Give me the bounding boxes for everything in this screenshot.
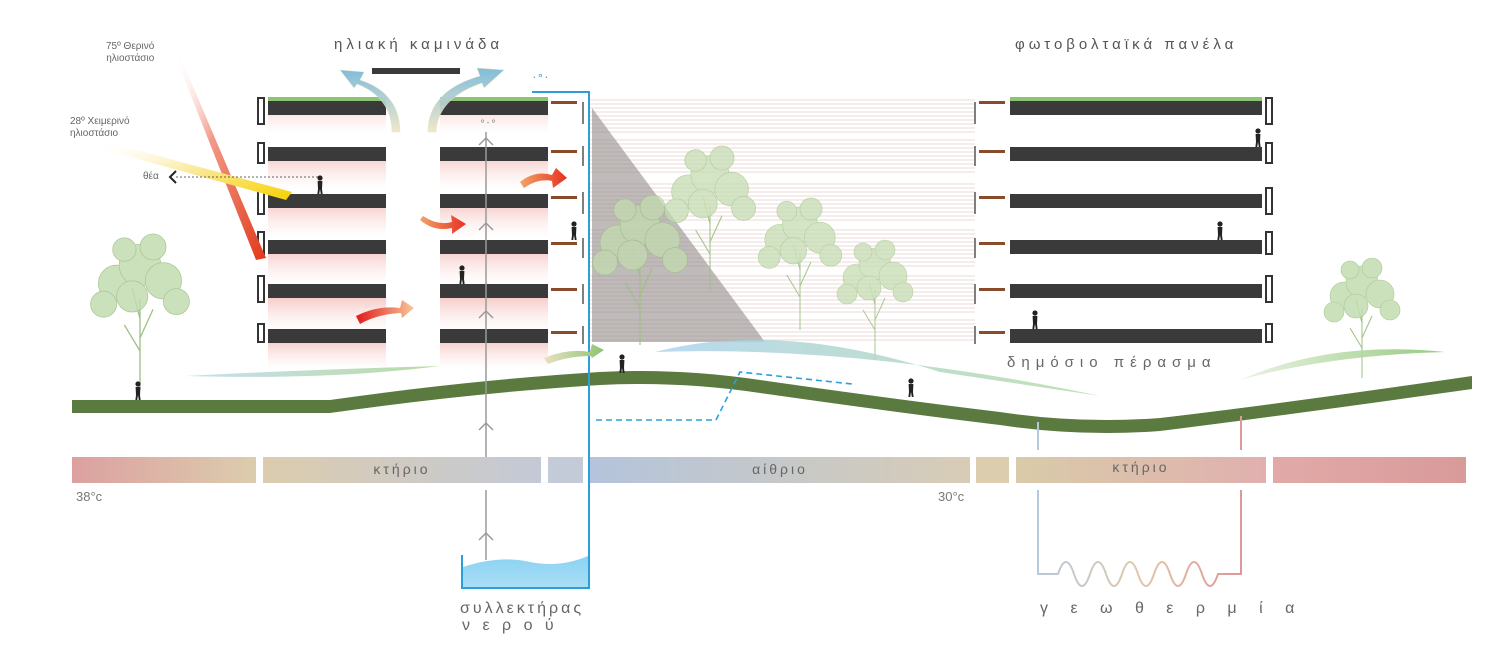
summer-solstice-label: 75º Θερινό ηλιοστάσιο [106, 41, 155, 64]
atrium-shadow [592, 108, 765, 342]
air-duct [478, 132, 494, 560]
winter-solstice-label: 28º Χειμερινό ηλιοστάσιο [70, 116, 130, 139]
view-indicator [168, 170, 318, 184]
temperature-zone-bands [72, 457, 1466, 483]
water-collector-label-line1: συλλεκτήρας [460, 600, 585, 617]
temp-outside-label: 38°c [76, 489, 103, 504]
airflow-arrow-icon [356, 168, 604, 364]
zone-building-right-label: κτήριο [1112, 459, 1170, 475]
tree-left [89, 233, 191, 391]
chimney-cap [372, 68, 460, 74]
breeze-atrium [655, 339, 1100, 396]
breeze-right [1240, 349, 1445, 380]
view-label: θέα [143, 171, 159, 182]
water-drop-icon: ᛫°᛫ [531, 72, 550, 85]
solar-chimney-label: ηλιακή καμινάδα [334, 36, 504, 53]
building-right [974, 97, 1273, 344]
breeze-left [185, 366, 440, 377]
zone-building-left-label: κτήριο [373, 461, 431, 477]
temp-inside-label: 30°c [938, 489, 965, 504]
water-drop-icon: °᛫° [480, 119, 496, 130]
pv-panels-label: φωτοβολταϊκά πανέλα [1015, 36, 1238, 53]
zone-atrium-label: αίθριο [752, 461, 808, 477]
water-collector [461, 91, 853, 589]
sun-ray-winter [98, 140, 292, 200]
public-passage-label: δημόσιο πέρασμα [1007, 354, 1217, 371]
sun-ray-summer [176, 56, 266, 260]
geothermal-coil-icon [1037, 416, 1242, 587]
ground-terrain [72, 371, 1472, 433]
water-collector-label-line2: ν ε ρ ο ύ [462, 617, 558, 634]
geothermal-label: γ ε ω θ ε ρ μ ί α [1040, 600, 1304, 617]
building-left [257, 97, 584, 344]
